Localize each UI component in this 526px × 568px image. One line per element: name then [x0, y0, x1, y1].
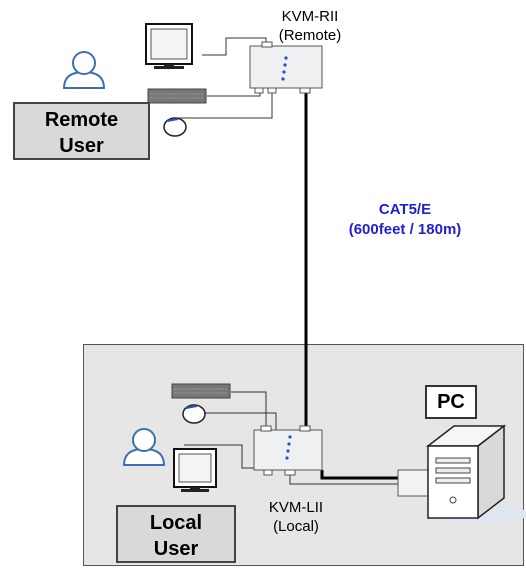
kvm-rii-name: KVM-RII: [262, 7, 358, 26]
cable-label: CAT5/E (600feet / 180m): [330, 200, 480, 240]
local-keyboard-wire: [231, 392, 266, 430]
local-mouse-icon: [183, 405, 205, 423]
kvm-lii-name: KVM-LII: [248, 498, 344, 517]
local-user-line2: User: [118, 536, 234, 562]
kvm-lii-label: KVM-LII (Local): [248, 498, 344, 536]
local-user-line1: Local: [118, 510, 234, 536]
remote-keyboard-wire: [207, 88, 260, 96]
remote-user-line1: Remote: [15, 107, 148, 133]
kvm-rii-label: KVM-RII (Remote): [262, 7, 358, 45]
cable-length: (600feet / 180m): [330, 220, 480, 240]
local-keyboard-icon: [172, 384, 230, 398]
remote-monitor-icon: [146, 24, 192, 69]
remote-mouse-icon: [164, 118, 186, 136]
pc-tower-icon: [398, 426, 526, 524]
local-user-label: Local User: [116, 505, 236, 563]
local-monitor-icon: [174, 449, 216, 492]
kvm-rii-device: [250, 42, 322, 93]
remote-keyboard-icon: [148, 89, 206, 103]
pc-label: PC: [425, 385, 477, 419]
kvm-rii-location: (Remote): [262, 26, 358, 45]
remote-user-label: Remote User: [13, 102, 150, 160]
local-user-icon: [124, 429, 164, 465]
remote-user-line2: User: [15, 133, 148, 159]
kvm-lii-location: (Local): [248, 517, 344, 536]
kvm-lii-device: [254, 426, 322, 475]
pc-label-text: PC: [437, 391, 465, 413]
remote-user-icon: [64, 52, 104, 88]
cable-type: CAT5/E: [330, 200, 480, 220]
